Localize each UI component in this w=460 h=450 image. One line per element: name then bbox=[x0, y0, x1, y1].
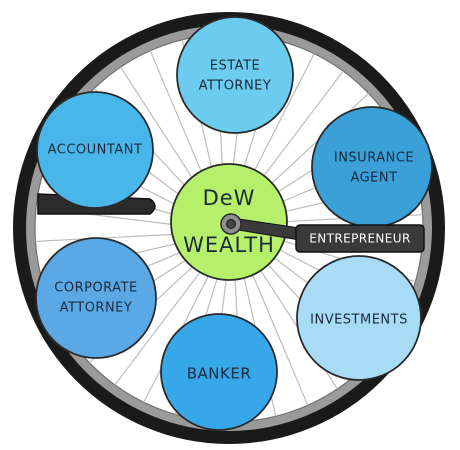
node-circle bbox=[36, 91, 154, 209]
node-insurance-agent: INSURANCE AGENT bbox=[311, 106, 433, 228]
node-circle bbox=[311, 106, 433, 228]
hub-label-line2: WEALTH bbox=[183, 233, 275, 257]
axle-inner bbox=[226, 219, 236, 229]
node-circle bbox=[35, 237, 157, 359]
node-accountant: ACCOUNTANT bbox=[36, 91, 154, 209]
node-circle bbox=[176, 16, 294, 134]
node-label-line: ATTORNEY bbox=[199, 79, 272, 94]
node-label-line: ACCOUNTANT bbox=[48, 143, 143, 158]
node-label-line: INSURANCE bbox=[334, 151, 414, 166]
node-label-line: AGENT bbox=[350, 171, 397, 186]
node-corporate-attorney: CORPORATE ATTORNEY bbox=[35, 237, 157, 359]
node-banker: BANKER bbox=[160, 313, 278, 431]
node-label-line: ATTORNEY bbox=[60, 301, 133, 316]
node-label-line: ESTATE bbox=[210, 59, 260, 74]
node-circle bbox=[160, 313, 278, 431]
node-label-line: CORPORATE bbox=[54, 281, 137, 296]
node-label-line: INVESTMENTS bbox=[310, 313, 408, 328]
node-estate-attorney: ESTATE ATTORNEY bbox=[176, 16, 294, 134]
entrepreneur-tag-box bbox=[295, 224, 425, 253]
entrepreneur-tag: ENTREPRENEUR bbox=[295, 224, 425, 253]
node-label-line: BANKER bbox=[187, 365, 252, 383]
entrepreneur-tag-label: ENTREPRENEUR bbox=[309, 232, 410, 246]
node-circle bbox=[296, 255, 422, 381]
hub-label-line1: DeW bbox=[203, 186, 256, 210]
node-investments: INVESTMENTS bbox=[296, 255, 422, 381]
